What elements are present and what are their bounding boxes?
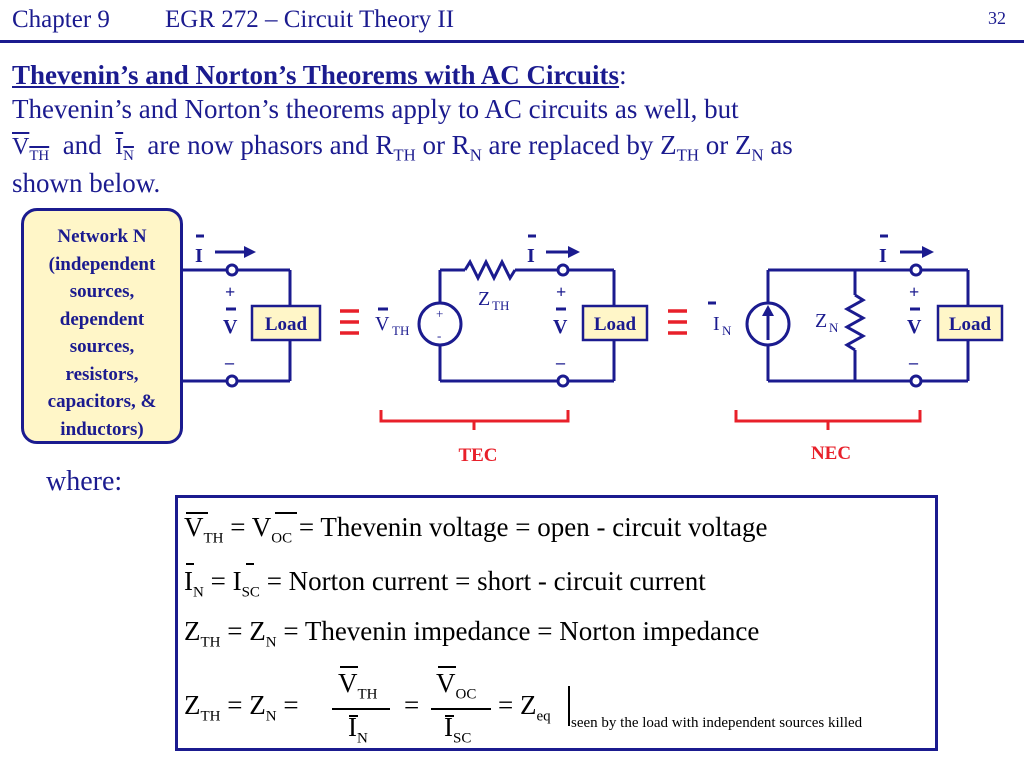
load-label: Load <box>594 314 637 335</box>
current-label: I <box>195 245 203 267</box>
phasor-bar <box>445 715 454 717</box>
formula-row-2: IN = ISC = Norton current = short - circ… <box>184 566 706 601</box>
in-sub: N <box>722 323 732 338</box>
load-box <box>250 304 322 342</box>
circuit-diagram: I I I + + + V V V – – – Load Load Load V… <box>183 234 1004 466</box>
terminal <box>909 263 923 277</box>
fraction-1-denominator: IN <box>348 712 368 747</box>
zth-sub: TH <box>492 298 509 313</box>
vth-symbol: VTH <box>12 134 50 164</box>
vth-source <box>417 301 463 347</box>
terminal <box>556 374 570 388</box>
note-text: seen by the load with independent source… <box>571 715 863 731</box>
chapter-label: Chapter 9 <box>12 6 110 33</box>
minus-sign: – <box>908 352 919 372</box>
evaluation-bar <box>568 686 570 726</box>
tec-label: TEC <box>458 445 497 466</box>
vth-label: V <box>375 313 390 335</box>
plus-sign: + <box>225 282 235 302</box>
intro-line-2: VTH and IN are now phasors and RTH or RN… <box>12 130 793 165</box>
network-line: sources, <box>69 281 135 302</box>
arrow-right-icon <box>922 246 934 258</box>
intro-line-1: Thevenin’s and Norton’s theorems apply t… <box>12 94 739 124</box>
tec-brace <box>379 410 570 423</box>
formula-row-1: VTH = VOC = Thevenin voltage = open - ci… <box>184 512 768 547</box>
source-minus: - <box>437 328 441 343</box>
course-title: EGR 272 – Circuit Theory II <box>165 6 455 33</box>
slide-title-line: Thevenin’s and Norton’s Theorems with AC… <box>12 60 627 90</box>
terminal <box>225 374 239 388</box>
network-line: (independent <box>48 253 156 275</box>
plus-sign: + <box>556 282 566 302</box>
nec-label: NEC <box>811 443 851 464</box>
fraction-2-denominator: ISC <box>444 712 472 747</box>
source-plus: + <box>436 306 443 321</box>
plus-sign: + <box>909 282 919 302</box>
current-label: I <box>879 245 887 267</box>
zth-label: Z <box>478 288 490 310</box>
arrow-head-icon <box>762 305 774 316</box>
phasor-bar <box>186 512 208 514</box>
zn-resistor <box>843 293 867 352</box>
current-label: I <box>527 245 535 267</box>
in-symbol: IN <box>115 134 134 164</box>
where-label: where: <box>46 466 123 497</box>
arrow-right-icon <box>568 246 580 258</box>
fraction-bar <box>332 708 390 710</box>
in-source <box>745 301 791 347</box>
phasor-bar <box>246 563 254 565</box>
zth-resistor <box>463 258 517 282</box>
slide-title: Thevenin’s and Norton’s Theorems with AC… <box>12 60 620 90</box>
load-box <box>581 304 649 342</box>
v-label: V <box>907 316 922 338</box>
eq-sign: = <box>404 690 420 720</box>
fraction-1-numerator: VTH <box>338 668 378 703</box>
formula-row-4-lhs: ZTH = ZN = <box>184 690 299 725</box>
vth-sub: TH <box>392 323 409 338</box>
fraction-bar <box>431 708 491 710</box>
phasor-bar <box>340 666 358 668</box>
v-label: V <box>223 316 238 338</box>
network-line: sources, <box>69 336 135 357</box>
fraction-2-numerator: VOC <box>436 668 477 703</box>
header-divider <box>0 40 1024 43</box>
network-line: resistors, <box>65 363 139 385</box>
terminal <box>556 263 570 277</box>
v-label: V <box>553 316 568 338</box>
intro-line-3: shown below. <box>12 168 161 198</box>
formula-row-3: ZTH = ZN = Thevenin impedance = Norton i… <box>184 616 760 651</box>
network-line: Network N <box>57 226 147 247</box>
formula-row-4-rhs: = Zeq <box>498 690 551 725</box>
network-line: inductors) <box>60 418 144 440</box>
formula-box: VTH = VOC = Thevenin voltage = open - ci… <box>175 495 938 751</box>
zn-sub: N <box>829 320 839 335</box>
minus-sign: – <box>555 352 566 372</box>
network-n-box: Network N (independent sources, dependen… <box>21 208 183 444</box>
minus-sign: – <box>224 352 235 372</box>
page-number: 32 <box>988 8 1006 28</box>
phasor-bar <box>275 512 297 514</box>
load-label: Load <box>265 314 308 335</box>
in-label: I <box>713 313 720 335</box>
terminal <box>909 374 923 388</box>
network-line: capacitors, & <box>47 391 157 412</box>
phasor-bar <box>186 563 194 565</box>
phasor-bar <box>349 715 358 717</box>
nec-brace <box>734 410 922 423</box>
network-line: dependent <box>59 308 145 330</box>
phasor-bar <box>438 666 456 668</box>
arrow-right-icon <box>244 246 256 258</box>
zn-label: Z <box>815 310 827 332</box>
terminal <box>225 263 239 277</box>
load-label: Load <box>949 314 992 335</box>
load-box <box>936 304 1004 342</box>
